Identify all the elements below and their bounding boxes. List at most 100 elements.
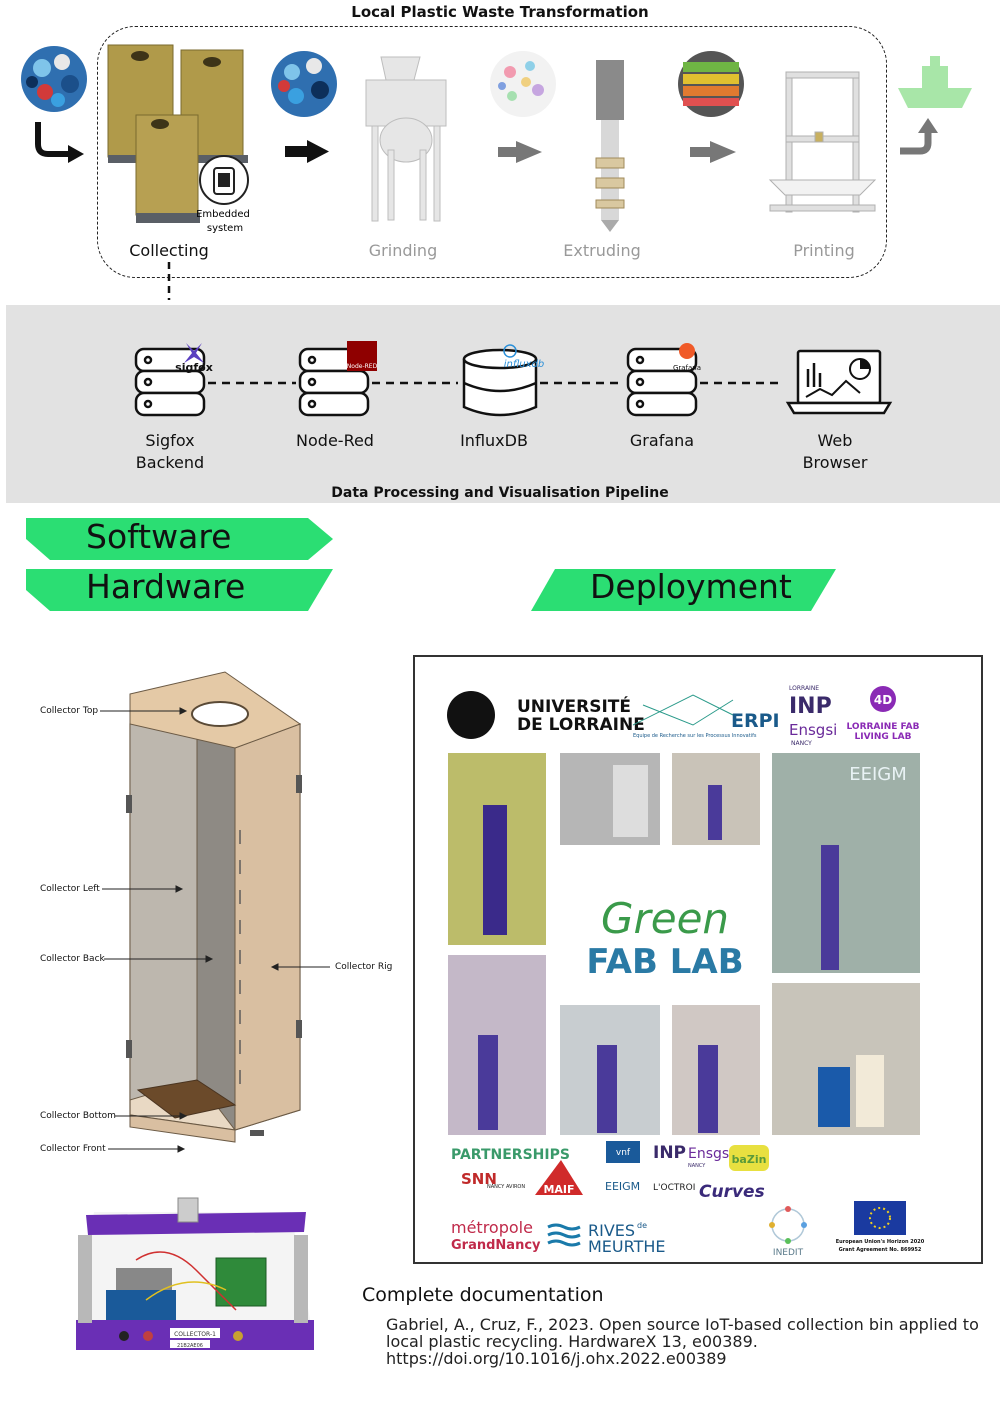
- partner-eu-line2: Grant Agreement No. 869952: [839, 1247, 922, 1253]
- pipeline-node-browser-line2: Browser: [802, 453, 868, 472]
- logo-inp-top: LORRAINE: [789, 685, 819, 692]
- documentation-citation: Gabriel, A., Cruz, F., 2023. Open source…: [386, 1316, 986, 1367]
- partner-curves: Curves: [699, 1182, 765, 1202]
- logo-fab-4d: 4D: [874, 693, 892, 707]
- documentation-title: Complete documentation: [362, 1284, 604, 1306]
- embedded-label-1: Embedded: [196, 209, 250, 220]
- logo-fab-line1: LORRAINE FAB: [847, 722, 920, 732]
- logo-nancy: NANCY: [791, 740, 812, 747]
- arrow-right-grey-2: [710, 141, 736, 163]
- curved-arrow-out: [900, 131, 932, 155]
- pipeline-node-sigfox-line1: Sigfox: [145, 431, 195, 450]
- pipeline-node-sigfox-line2: Backend: [135, 453, 205, 472]
- influxdb-database-icon: [462, 348, 538, 417]
- stage-extruding: Extruding: [563, 241, 641, 260]
- stage-printing: Printing: [793, 241, 855, 260]
- laptop-dashboard-icon: [785, 349, 893, 415]
- sigfox-logo-icon: [184, 343, 204, 363]
- stage-collecting: Collecting: [129, 241, 209, 260]
- sigfox-server-icon: [134, 347, 206, 417]
- influxdb-logo-text: influxdb: [504, 359, 545, 370]
- plastic-caps-image-right: [271, 51, 337, 117]
- banner-deployment-shape: [531, 569, 836, 611]
- collector-bins-image: [107, 44, 249, 223]
- logo-univ-line1: UNIVERSITÉ: [517, 695, 631, 717]
- logo-fab-line2: LIVING LAB: [854, 732, 911, 742]
- collector-assembly-drawing: [100, 671, 330, 1153]
- logo-erpi-sub: Equipe de Recherche sur les Processus In…: [633, 733, 757, 739]
- lorraine-fab-logo-icon: [870, 686, 896, 712]
- board-tag-2: 21B2AE06: [177, 1343, 203, 1349]
- pipeline-graphics: sigfox Node-RED influxdb Grafana: [134, 341, 893, 417]
- arrow-right-black: [307, 140, 329, 163]
- label-collector-top: Collector Top: [40, 706, 99, 716]
- banner-shapes: [26, 518, 836, 611]
- deployment-photo-4: [772, 753, 920, 973]
- transformation-title: Local Plastic Waste Transformation: [351, 3, 649, 21]
- photo-eeigm-sign: EEIGM: [849, 764, 907, 785]
- plastic-caps-image-left: [21, 46, 87, 112]
- board-tag-1: COLLECTOR-1: [174, 1331, 216, 1338]
- stage-grinding: Grinding: [368, 241, 438, 260]
- partner-nancy: NANCY: [688, 1163, 706, 1169]
- curved-arrow-in: [35, 122, 70, 157]
- partner-metropole: métropole: [451, 1218, 533, 1237]
- partner-rives-de: de: [637, 1221, 647, 1230]
- pipeline-title: Data Processing and Visualisation Pipeli…: [331, 485, 669, 501]
- influxdb-logo-icon: [503, 344, 517, 358]
- maif-logo-icon: [535, 1160, 583, 1195]
- logo-univ-line2: DE LORRAINE: [517, 715, 645, 735]
- plastic-flakes-image: [490, 51, 556, 117]
- citation-doi-link[interactable]: https://doi.org/10.1016/j.ohx.2022.e0038…: [386, 1349, 727, 1368]
- partner-bazin: baZin: [732, 1153, 767, 1166]
- inedit-logo-icon: [771, 1208, 805, 1242]
- partner-eu-line1: European Union's Horizon 2020: [836, 1239, 925, 1245]
- node-red-server-icon: [298, 347, 370, 417]
- logo-inp: INP: [789, 694, 832, 719]
- green-fab-lab-line2: FAB LAB: [586, 942, 743, 982]
- partner-meurthe: MEURTHE: [588, 1237, 666, 1256]
- pipeline-node-grafana: Grafana: [629, 431, 695, 450]
- rives-meurthe-logo-icon: [547, 1223, 581, 1247]
- collector-left-panel: [129, 723, 198, 1101]
- embedded-system-photo: COLLECTOR-1 21B2AE06: [76, 1197, 314, 1350]
- citation-line-1: Gabriel, A., Cruz, F., 2023. Open source…: [386, 1315, 979, 1334]
- banner-hardware-shape: [26, 569, 333, 611]
- partner-snn-sub: NANCY AVIRON: [487, 1184, 525, 1190]
- grafana-logo-icon: [679, 343, 695, 359]
- partner-rives: RIVES: [588, 1221, 635, 1240]
- label-collector-front: Collector Front: [40, 1144, 106, 1154]
- node-red-logo-icon: [347, 341, 377, 371]
- partner-inp: INP: [653, 1143, 686, 1163]
- arrow-right-grey-1: [516, 141, 542, 163]
- label-collector-right: Collector Rig: [335, 962, 393, 972]
- partner-eeigm: EEIGM: [605, 1180, 640, 1193]
- bazin-logo-icon: [729, 1145, 769, 1171]
- banner-software: Software: [86, 517, 232, 556]
- universite-lorraine-logo-icon: [447, 691, 495, 739]
- grafana-logo-text: Grafana: [673, 364, 701, 372]
- filament-spool-image: [678, 51, 744, 117]
- banner-hardware: Hardware: [86, 567, 246, 606]
- partner-inedit: INEDIT: [773, 1248, 804, 1258]
- logo-erpi: ERPI: [731, 710, 780, 732]
- partner-octroi: L'OCTROI: [653, 1183, 695, 1193]
- banner-software-shape: [26, 518, 333, 560]
- partner-maif: MAIF: [543, 1183, 574, 1196]
- label-collector-back: Collector Back: [40, 954, 105, 964]
- eu-flag-icon: [854, 1201, 906, 1235]
- logo-ensgsi: Ensgsi: [789, 721, 837, 739]
- pipeline-node-nodered: Node-Red: [296, 431, 374, 450]
- pipeline-node-influxdb: InfluxDB: [460, 431, 528, 450]
- node-red-logo-text: Node-RED: [347, 363, 378, 370]
- grafana-server-icon: [626, 347, 698, 417]
- collector-right-panel: [234, 723, 301, 1131]
- banner-deployment: Deployment: [590, 567, 792, 606]
- 3d-benchy-boat-image: [898, 56, 972, 108]
- pipeline-node-browser-line1: Web: [817, 431, 853, 450]
- pipeline-node-sigfox: Sigfox Backend: [100, 430, 240, 474]
- transformation-graphics: Embedded system: [21, 44, 972, 300]
- grinder-machine-image: [365, 56, 447, 222]
- deployment-collage: UNIVERSITÉ DE LORRAINE ERPI Equipe de Re…: [447, 685, 925, 1258]
- transformation-dashed-frame: [97, 26, 887, 278]
